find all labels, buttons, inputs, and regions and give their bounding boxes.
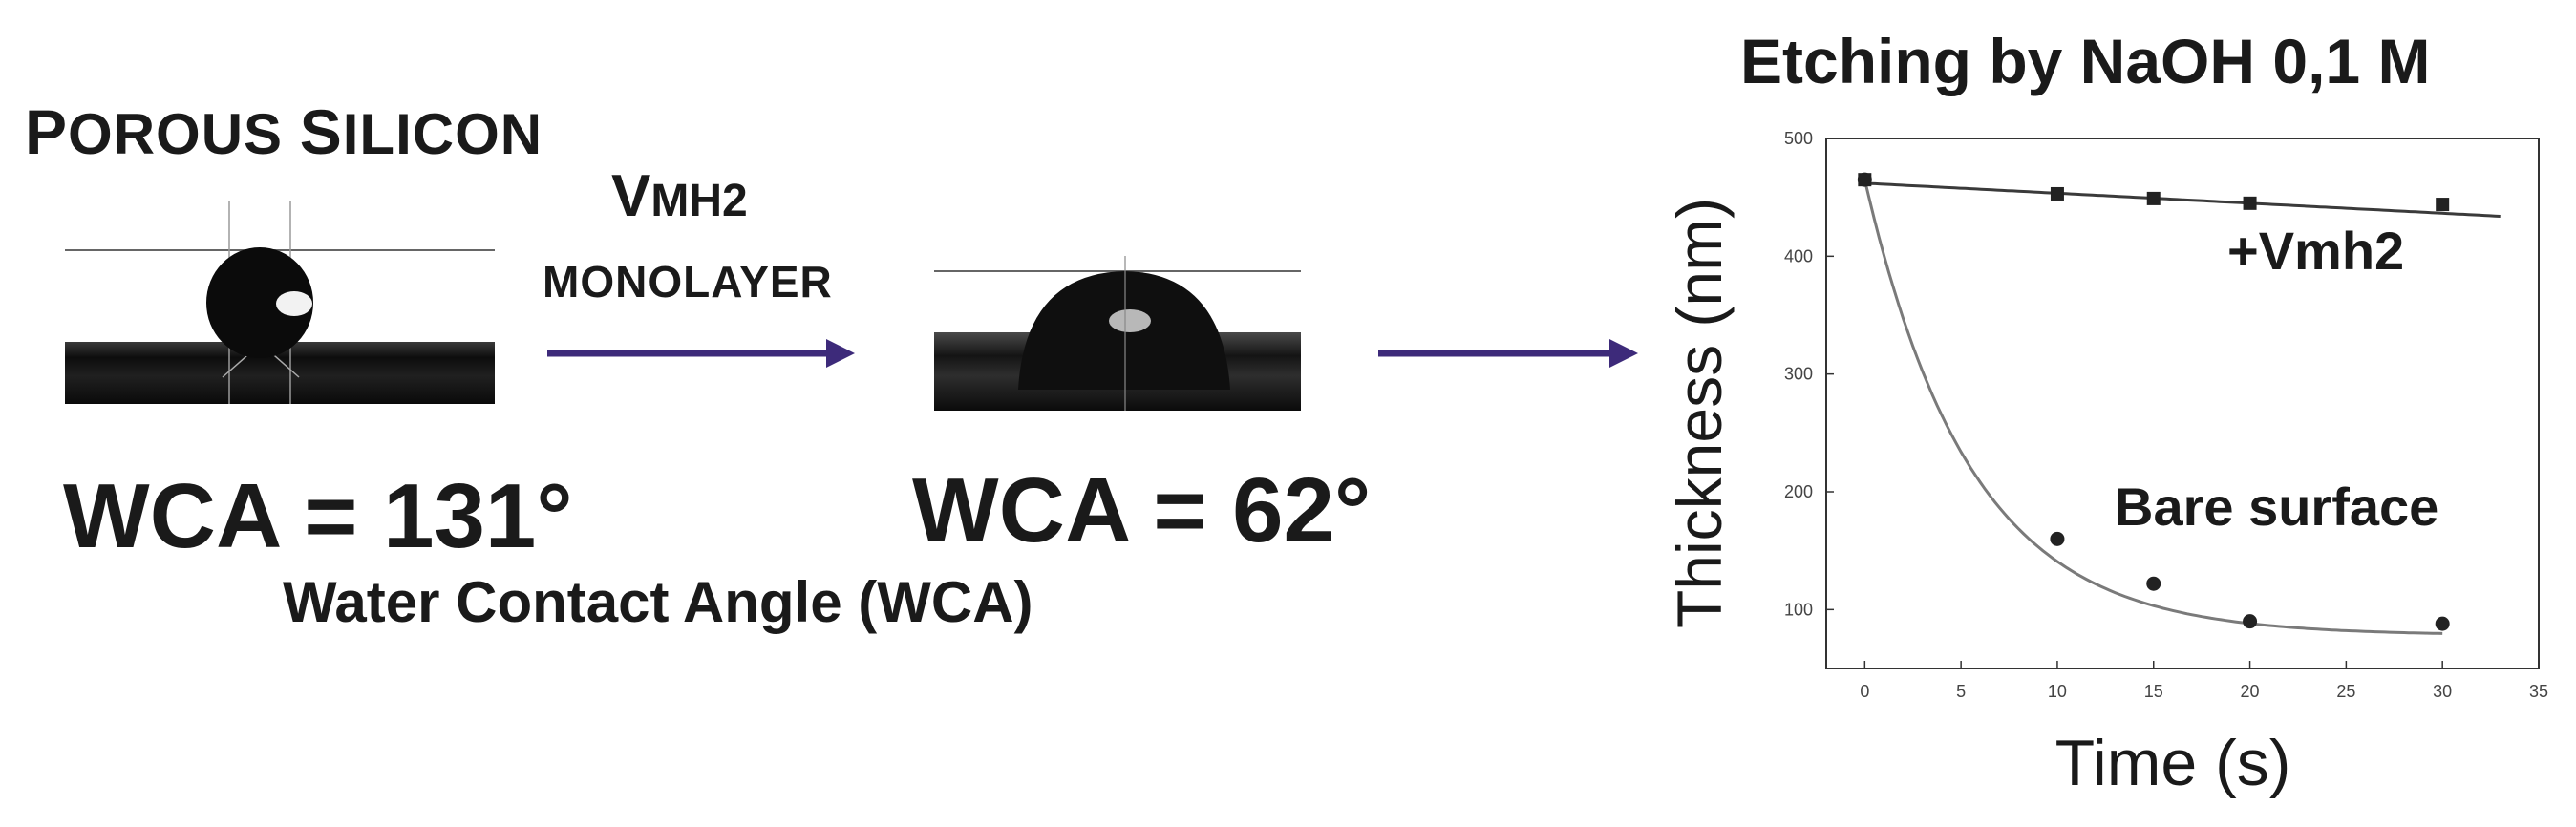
x-axis-label: Time (s) (2055, 727, 2291, 799)
x-tick-label: 15 (2144, 682, 2163, 701)
point-vmh2 (2436, 198, 2450, 212)
title-rest-silicon: ILICON (342, 102, 543, 166)
point-vmh2 (2243, 196, 2257, 210)
title-initial-p: P (25, 96, 69, 167)
wca-after-value: WCA = 62° (912, 459, 1372, 562)
fit-curve-1 (1863, 179, 2443, 635)
x-tick-label: 30 (2433, 682, 2452, 701)
x-tick-label: 0 (1860, 682, 1869, 701)
tick-labels: 0 5 10 15 20 25 30 35 100 200 300 400 500 (1784, 129, 2548, 701)
chart-title: Etching by NaOH 0,1 M (1740, 26, 2431, 96)
x-tick-label: 35 (2529, 682, 2548, 701)
point-bare-surface (1857, 172, 1872, 187)
series-label-bare-surface: Bare surface (2115, 477, 2438, 537)
plot-frame (1825, 138, 2540, 669)
wca-caption: Water Contact Angle (WCA) (283, 570, 1033, 634)
axis-labels: Time (s) Thickness (nm) (1664, 198, 2290, 799)
y-tick-label: 100 (1784, 600, 1813, 619)
process-arrow-2 (1378, 339, 1638, 368)
title-initial-s: S (299, 96, 343, 167)
droplet-highlight-after (1109, 309, 1151, 332)
water-droplet-before (206, 247, 313, 358)
point-vmh2 (2146, 191, 2161, 205)
y-tick-label: 300 (1784, 365, 1813, 384)
point-bare-surface (2050, 531, 2065, 546)
y-axis-label: Thickness (nm) (1664, 198, 1735, 628)
fit-curves (1863, 179, 2501, 635)
process-arrow-1 (547, 339, 855, 368)
step-label-monolayer: MONOLAYER (543, 257, 833, 307)
x-tick-label: 5 (1956, 682, 1966, 701)
arrow-head-icon (826, 339, 855, 368)
data-points (1857, 172, 2450, 631)
y-tick-label: 400 (1784, 246, 1813, 265)
x-tick-label: 25 (2336, 682, 2355, 701)
plot-border (1825, 138, 2540, 669)
step-initial-v: V (611, 163, 651, 229)
title-rest-porous: OROUS (68, 102, 284, 166)
point-vmh2 (2050, 186, 2064, 201)
wca-before-value: WCA = 131° (63, 465, 573, 567)
sample-title: POROUS SILICON (25, 95, 543, 168)
step-rest-mh2: MH2 (650, 176, 748, 226)
x-tick-label: 10 (2048, 682, 2067, 701)
droplet-image-after (934, 256, 1301, 411)
x-tick-label: 20 (2241, 682, 2260, 701)
droplet-image-before (65, 201, 495, 404)
point-bare-surface (2146, 576, 2161, 591)
arrow-head-icon (1609, 339, 1638, 368)
point-bare-surface (2243, 614, 2258, 629)
etching-chart: 0 5 10 15 20 25 30 35 100 200 300 400 500 Time (s) Th… (1664, 129, 2548, 799)
y-tick-label: 200 (1784, 482, 1813, 501)
point-bare-surface (2435, 616, 2450, 631)
droplet-highlight-before (276, 291, 312, 316)
y-tick-label: 500 (1784, 129, 1813, 148)
fit-curve-0 (1864, 181, 2501, 218)
step-label-vmh2: VMH2 (611, 162, 748, 230)
series-label-vmh2: +Vmh2 (2227, 221, 2404, 281)
